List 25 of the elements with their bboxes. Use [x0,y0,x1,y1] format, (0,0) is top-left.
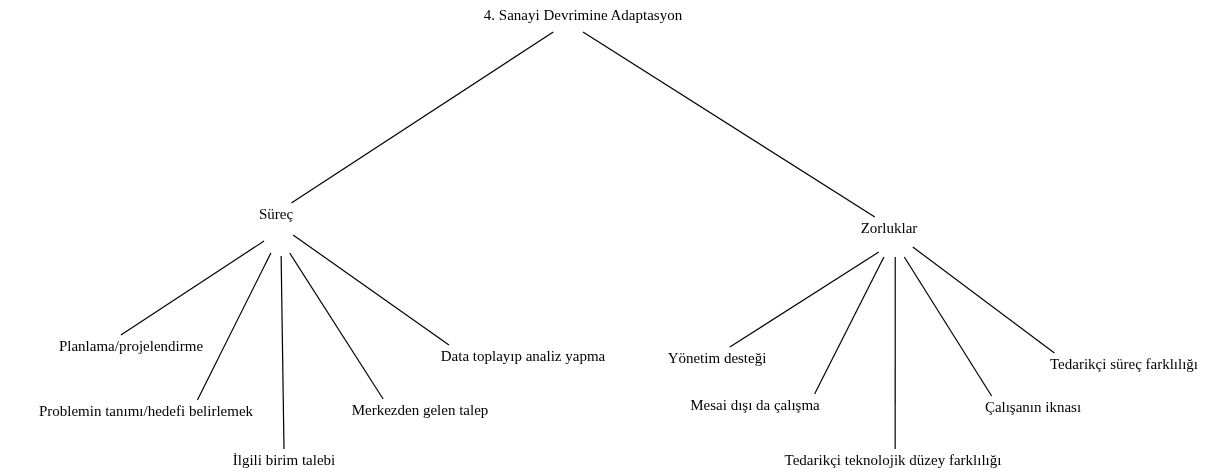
node-label: Data toplayıp analiz yapma [440,347,606,365]
connector-line [582,31,876,218]
connector-line [289,252,384,400]
connector-line [894,256,896,450]
connector-line [280,255,285,450]
connector-line [196,252,272,401]
node-label: 4. Sanayi Devrimine Adaptasyon [483,6,683,24]
node-label: Mesai dışı da çalışma [690,396,820,414]
connector-line [729,251,880,348]
node-label: Zorluklar [860,219,918,237]
node-label: Problemin tanımı/hedefi belirlemek [38,402,254,420]
node-label: Tedarikçi süreç farklılığı [1049,355,1199,373]
connector-line [290,31,554,204]
node-label: Çalışanın iknası [984,398,1082,416]
node-label: Merkezden gelen talep [351,401,489,419]
node-label: Süreç [258,205,294,223]
connector-line [292,234,450,346]
connector-line [814,256,885,395]
connector-line [912,246,1055,354]
node-label: Tedarikçi teknolojik düzey farklılığı [784,451,1002,469]
connector-line [903,256,993,397]
connector-line [120,240,265,336]
node-label: Yönetim desteği [667,349,767,367]
node-label: İlgili birim talebi [232,451,336,469]
node-label: Planlama/projelendirme [58,337,204,355]
